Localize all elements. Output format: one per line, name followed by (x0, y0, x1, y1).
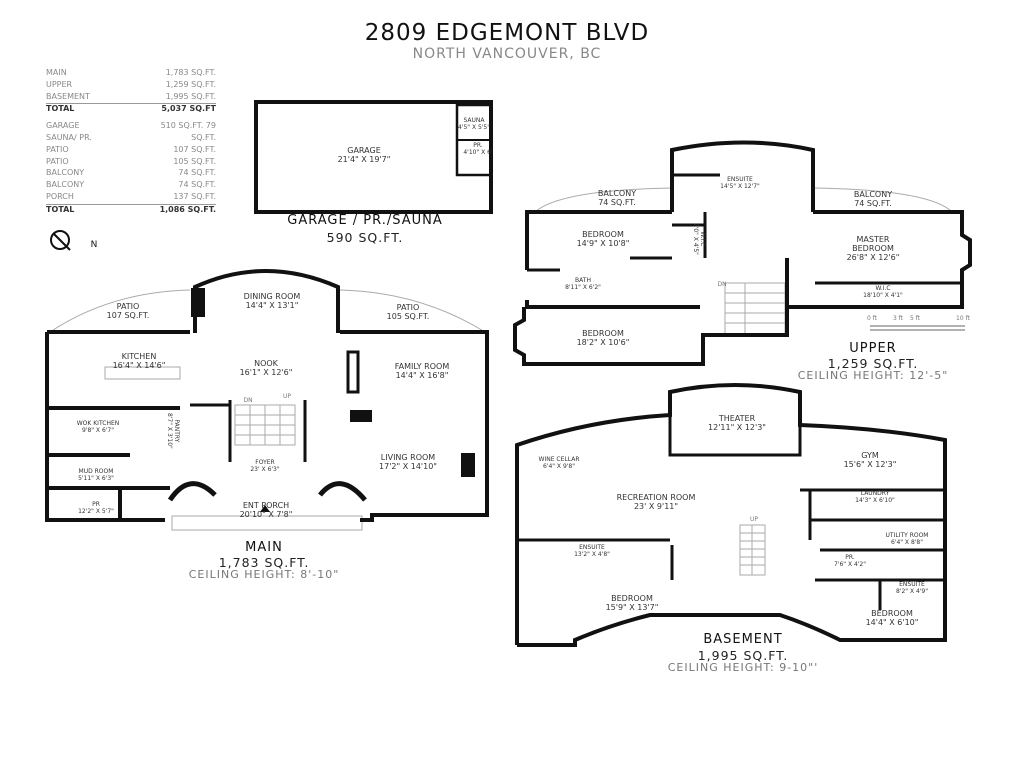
stairs (234, 282, 786, 576)
compass-label: N (90, 240, 98, 250)
main-ceiling-height: CEILING HEIGHT: 8'-10" (188, 568, 340, 581)
upper-level-title: UPPER (849, 341, 897, 356)
stair-down-label: DN (717, 281, 727, 288)
balcony-outline (814, 187, 953, 213)
main-level-area: 1,783 SQ.FT. (218, 555, 310, 570)
scale-label: 3 ft (892, 315, 904, 322)
basement-walls (515, 383, 947, 647)
property-city: NORTH VANCOUVER, BC (412, 46, 602, 62)
patio-outline (49, 289, 191, 333)
garage-level-area: 590 SQ.FT. (326, 230, 404, 245)
summary-row: SAUNA/ PR.SQ.FT. (46, 132, 216, 142)
scale-label: 10 ft (956, 315, 970, 322)
patio-outline (339, 289, 486, 333)
upper-walls (513, 140, 972, 366)
balcony-outline (534, 187, 673, 213)
scale-label: 5 ft (909, 315, 921, 322)
stair-up-label: UP (749, 516, 759, 523)
main-walls (45, 269, 489, 522)
basement-level-title: BASEMENT (703, 632, 783, 647)
upper-level-area: 1,259 SQ.FT. (827, 356, 919, 371)
basement-ceiling-height: CEILING HEIGHT: 9-10"' (667, 661, 819, 674)
stair-down-label: DN (243, 397, 253, 404)
garage-level-title: GARAGE / PR./SAUNA (287, 213, 443, 228)
property-address: 2809 EDGEMONT BLVD (364, 20, 650, 46)
scale-label: 0 ft (866, 315, 878, 322)
porch-outline (171, 515, 363, 531)
basement-level-area: 1,995 SQ.FT. (697, 648, 789, 663)
stair-up-label: UP (282, 393, 292, 400)
upper-ceiling-height: CEILING HEIGHT: 12'-5" (797, 369, 949, 382)
scale-bar (870, 325, 965, 331)
main-level-title: MAIN (245, 540, 283, 555)
north-arrow-icon (50, 230, 71, 251)
entrance-arrow-icon (260, 505, 270, 512)
room-pr: PR.4'10" X 6' (463, 142, 493, 156)
room-powder: PR.7'6" X 4'2" (833, 554, 867, 568)
kitchen-island (104, 366, 181, 380)
